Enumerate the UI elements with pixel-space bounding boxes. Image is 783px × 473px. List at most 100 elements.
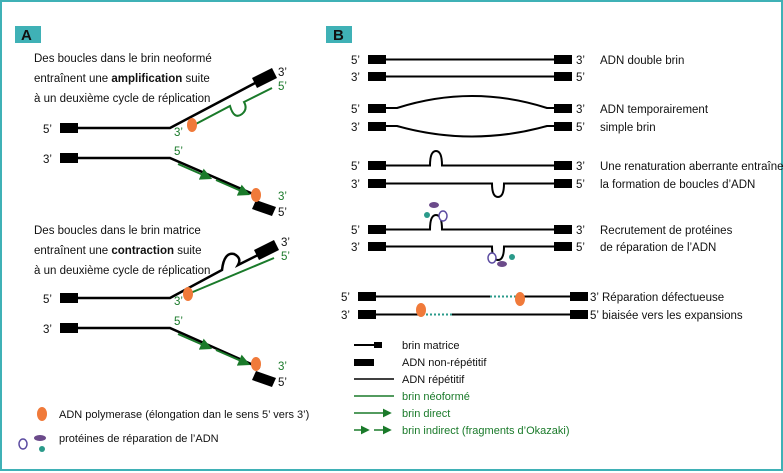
row-single-strand: 5’ 3’ 3’ 5’ ADN temporairement simple br… [351,95,709,138]
label-5p: 5’ [341,292,350,304]
nonrep-block [252,371,276,387]
newly-strand [187,257,275,295]
legend-repair: protéines de réparation de l’ADN [59,433,219,445]
template-strand [78,156,261,199]
polymerase-icon [515,292,525,306]
legend-direct: brin direct [402,408,450,420]
label-3p: 3’ [278,361,287,373]
label-3p: 3’ [576,104,585,116]
label-3p: 3’ [174,127,183,139]
legend-b: brin matrice ADN non-répétitif ADN répét… [354,340,570,437]
polymerase-icon [187,118,197,132]
caption-top-line2: entraînent une amplification suite [34,73,210,85]
okazaki-fragment [215,349,251,366]
badge-b-label: B [333,27,344,44]
panel-b: B 5’ 3’ 3’ 5’ ADN double brin 5’ 3’ 3’ [326,26,783,437]
label-5p: 5’ [278,377,287,389]
label-5p: 5’ [278,207,287,219]
fork-bottom: 5’ 3’ 3’ 5’ 3’ 5’ 3’ 5’ [43,237,290,389]
nonrep-block [254,240,279,260]
badge-a [15,26,41,43]
row4-label-1: Recrutement de protéines [600,225,733,237]
caption-bottom-line1: Des boucles dans le brin matrice [34,225,201,237]
row-defective-repair: 5’ 3’ 3’ 5’ Réparation défectueuse biais… [341,292,743,322]
label-3p: 3’ [43,324,52,336]
row1-label: ADN double brin [600,55,684,67]
nonrep-block [60,293,78,303]
polymerase-icon [251,188,261,202]
panel-a: A Des boucles dans le brin neoformé entr… [15,26,309,452]
label-5p: 5’ [43,124,52,136]
polymerase-icon [251,357,261,371]
label-3p: 3’ [281,237,290,249]
okazaki-fragment [177,333,213,350]
label-5p: 5’ [576,179,585,191]
label-5p: 5’ [351,161,360,173]
legend-nonrep: ADN non-répétitif [402,357,487,369]
legend-polymerase: ADN polymerase (élongation dan le sens 5… [59,409,309,421]
label-5p: 5’ [590,310,599,322]
row3-label-1: Une renaturation aberrante entraîne [600,161,783,173]
polymerase-icon [37,407,47,421]
label-3p: 3’ [351,122,360,134]
row2-label-1: ADN temporairement [600,104,709,116]
label-5p: 5’ [351,225,360,237]
label-5p: 5’ [351,55,360,67]
label-3p: 3’ [341,310,350,322]
nonrep-block [60,323,78,333]
legend-a: ADN polymerase (élongation dan le sens 5… [18,407,309,452]
row-double-strand: 5’ 3’ 3’ 5’ ADN double brin [351,55,684,84]
row-repair-recruitment: 5’ 3’ 3’ 5’ Recrutement de protéines de … [351,202,733,267]
caption-bottom-line2: entraînent une contraction suite [34,245,202,257]
row4-label-2: de réparation de l’ADN [600,242,716,254]
polymerase-icon [183,287,193,301]
label-3p: 3’ [576,161,585,173]
caption-top-line1: Des boucles dans le brin neoformé [34,53,212,65]
label-3p: 3’ [576,55,585,67]
label-3p: 3’ [278,67,287,79]
row5-label-1: Réparation défectueuse [602,292,724,304]
badge-a-label: A [21,27,32,44]
polymerase-icon [416,303,426,317]
legend-template: brin matrice [402,340,459,352]
row5-label-2: biaisée vers les expansions [602,310,743,322]
legend-indirect: brin indirect (fragments d’Okazaki) [402,425,570,437]
label-3p: 3’ [43,154,52,166]
label-5p: 5’ [278,81,287,93]
legend-newly: brin néoformé [402,391,470,403]
nonrep-block [252,200,276,216]
caption-top-line3: à un deuxième cycle de réplication [34,93,210,105]
label-3p: 3’ [351,72,360,84]
label-3p: 3’ [590,292,599,304]
nonrep-block [252,68,277,88]
label-3p: 3’ [278,191,287,203]
legend-rep: ADN répétitif [402,374,465,386]
template-strand [78,252,261,300]
nonrep-block [60,153,78,163]
label-5p: 5’ [281,251,290,263]
label-5p: 5’ [43,294,52,306]
fork-top: 5’ 3’ 3’ 5’ 3’ 5’ 3’ 5’ [43,67,287,219]
label-5p: 5’ [576,72,585,84]
okazaki-fragment [177,163,213,180]
repair-protein-icon [424,202,448,222]
caption-bottom-line3: à un deuxième cycle de réplication [34,265,210,277]
row3-label-2: la formation de boucles d’ADN [600,179,755,191]
label-5p: 5’ [174,316,183,328]
label-5p: 5’ [174,146,183,158]
template-strand [78,80,258,130]
badge-b [326,26,352,43]
row2-label-2: simple brin [600,122,656,134]
label-3p: 3’ [351,242,360,254]
label-5p: 5’ [576,242,585,254]
okazaki-fragment [215,179,251,196]
label-5p: 5’ [351,104,360,116]
template-strand [78,326,261,370]
repair-protein-icon [18,435,46,452]
label-3p: 3’ [174,296,183,308]
label-3p: 3’ [576,225,585,237]
repair-protein-icon [487,252,515,267]
row-aberrant-renaturation: 5’ 3’ 3’ 5’ Une renaturation aberrante e… [351,149,783,199]
